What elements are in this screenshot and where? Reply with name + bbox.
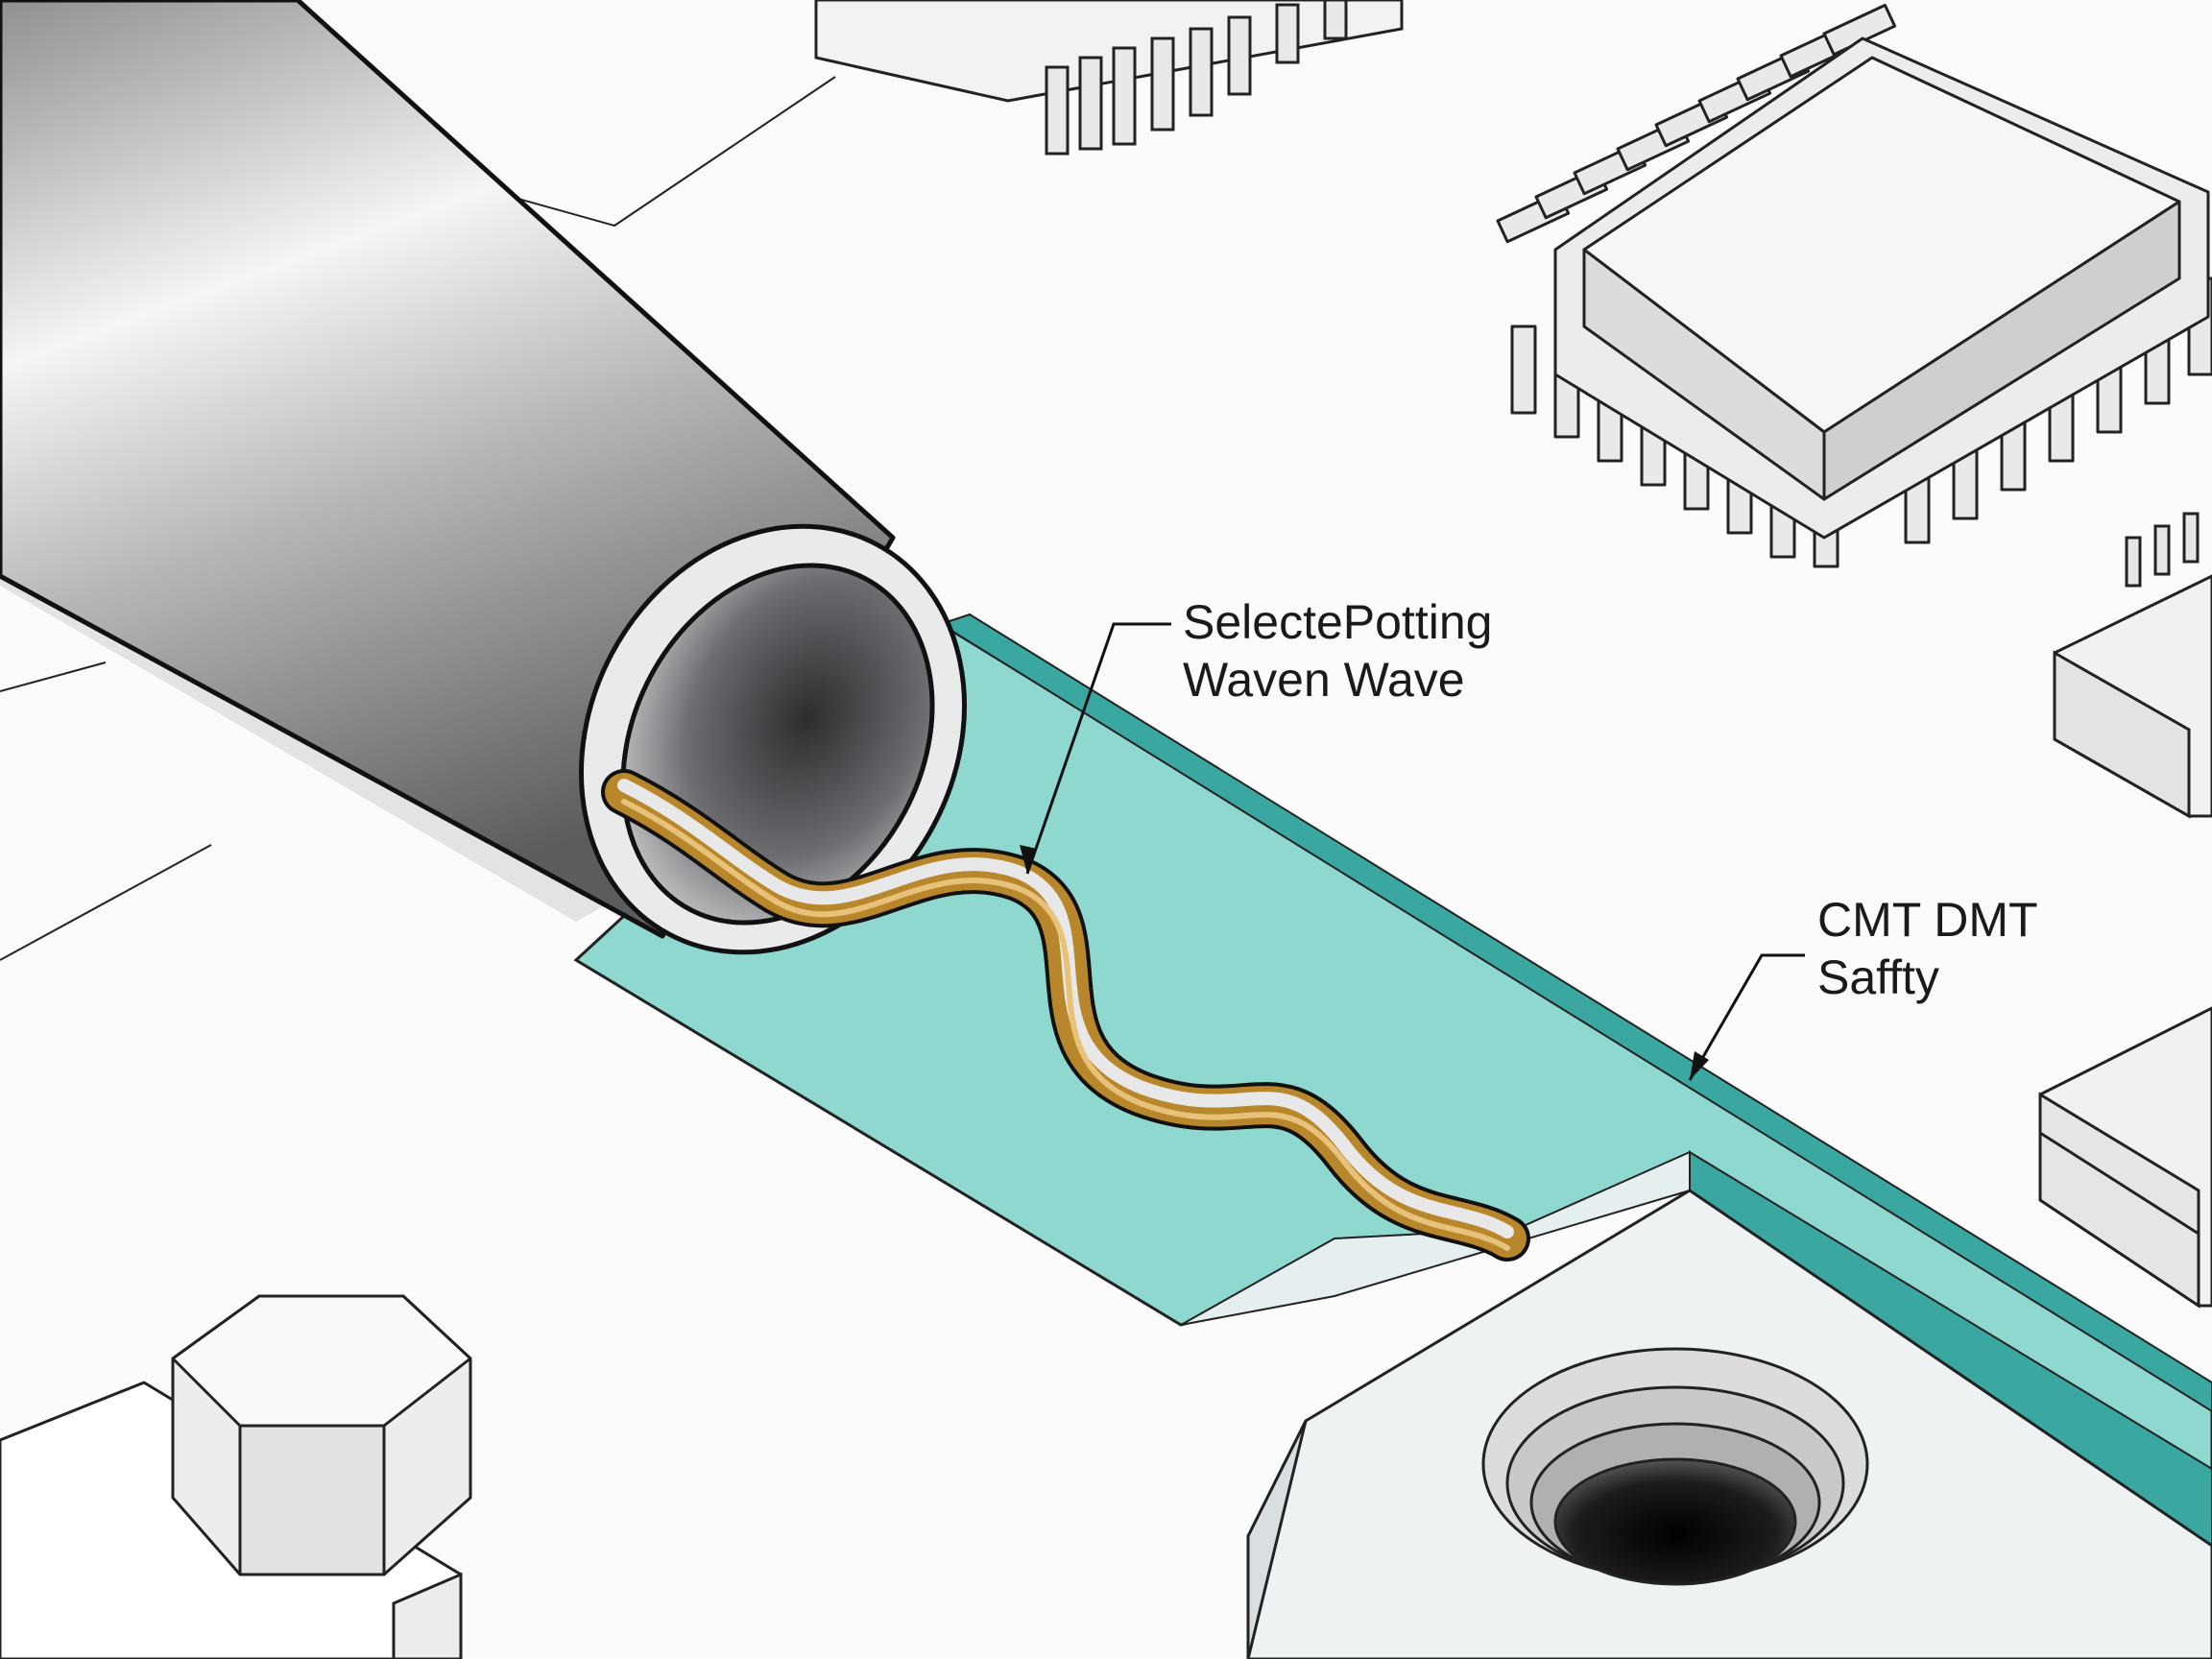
potting-wave-arrowhead — [1020, 845, 1037, 874]
wire-icon — [601, 769, 1530, 1262]
connector-icon — [814, 0, 1404, 156]
qfp-chip-icon — [1496, 3, 2212, 568]
right-connector — [2053, 512, 2212, 819]
safety-strip-label-line1: CMT DMT — [1817, 893, 2038, 947]
potting-wave-callout: SelectePotting Waven Wave — [1020, 595, 1492, 875]
hex-nut-icon — [171, 1294, 472, 1576]
right-block-component — [2038, 1006, 2212, 1309]
potting-wave-label-line2: Waven Wave — [1183, 653, 1465, 707]
safety-strip-arrowhead — [1690, 1051, 1709, 1080]
potting-wave-leader-line — [1025, 622, 1171, 875]
safety-strip-callout: CMT DMT Saffty — [1688, 893, 2038, 1081]
safety-strip-leader-line — [1688, 953, 1805, 1081]
safety-strip-label-line2: Saffty — [1817, 950, 1939, 1004]
potting-wave-label-line1: SelectePotting — [1183, 595, 1492, 649]
mounting-hole-icon — [1481, 1347, 1869, 1586]
